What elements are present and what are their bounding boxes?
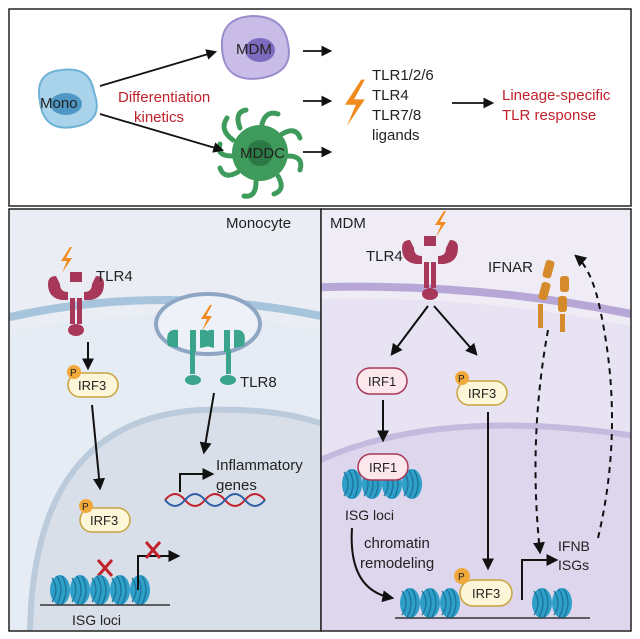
transcription-arrow-icon <box>179 468 215 492</box>
top-panel-frame <box>8 8 632 207</box>
arrow-mono-to-mdm <box>99 49 218 87</box>
mdm-tlr4-label: TLR4 <box>366 248 403 265</box>
mdm-irf3-label: IRF3 <box>468 386 496 401</box>
mdm-irf1-nuclear-label: IRF1 <box>369 460 397 475</box>
mono-tlr8-label: TLR8 <box>240 374 277 391</box>
mdm-cell-icon <box>220 14 290 80</box>
irf3-cytoplasmic <box>67 365 119 398</box>
mono-isg-loci-label: ISG loci <box>72 612 121 628</box>
irf1-cytoplasmic <box>356 367 408 395</box>
ligand-tlr4: TLR4 <box>372 87 409 104</box>
mdm-irf3-nuclear-label: IRF3 <box>472 586 500 601</box>
mddc-cell-label: MDDC <box>240 145 285 162</box>
arrow-tlr4-to-irf1 <box>390 305 429 356</box>
mono-irf3-label: IRF3 <box>78 378 106 393</box>
nucleosome-icon <box>49 574 151 606</box>
mono-label: Mono <box>40 95 78 112</box>
ifnar-label: IFNAR <box>488 259 533 276</box>
response-line1: Lineage-specific <box>502 87 611 104</box>
dna-helix-icon <box>164 493 266 507</box>
mono-irf3-phospho: P <box>70 368 77 379</box>
mddc-cell-icon <box>216 107 304 199</box>
inflammatory-line1: Inflammatory <box>216 457 303 474</box>
differentiation-label: Differentiation <box>118 89 210 106</box>
mono-tlr4-label: TLR4 <box>96 268 133 285</box>
arrow-chromatin-remodeling <box>350 527 395 603</box>
response-line2: TLR response <box>502 107 596 124</box>
mono-cell-icon <box>38 68 98 129</box>
mono-irf3-nuclear-phospho: P <box>82 502 89 513</box>
block-x-icon <box>144 541 162 559</box>
ifnb-label: IFNB <box>558 538 590 554</box>
arrow-tlr4-to-irf3 <box>433 305 478 356</box>
ifnar-receptor-icon <box>538 259 569 332</box>
arrow-tlr8-to-genes <box>199 392 215 455</box>
dashed-ifnar-arrow <box>533 329 549 555</box>
mdm-irf3-phospho: P <box>458 374 465 385</box>
mdm-panel-frame <box>320 208 632 632</box>
mdm-isg-loci-label: ISG loci <box>345 507 394 523</box>
arrow-irf3-to-nucleus <box>91 404 106 491</box>
mdm-title: MDM <box>330 215 366 232</box>
irf3-nuclear-mdm <box>454 568 513 607</box>
chromatin-line1: chromatin <box>364 535 430 552</box>
ligand-tlr126: TLR1/2/6 <box>372 67 434 84</box>
inflammatory-line2: genes <box>216 477 257 494</box>
irf1-nuclear <box>357 453 409 481</box>
irf3-nuclear <box>79 499 131 533</box>
irf3-cytoplasmic-mdm <box>455 371 508 406</box>
isgs-label: ISGs <box>558 557 589 573</box>
ligand-ligands: ligands <box>372 127 420 144</box>
block-x-icon <box>96 559 114 577</box>
mdm-irf3-nuclear-phospho: P <box>458 572 465 583</box>
transcription-arrow-icon <box>521 554 559 600</box>
tlr8-receptor-icon <box>167 329 245 385</box>
monocyte-title: Monocyte <box>226 215 291 232</box>
chromatin-line2: remodeling <box>360 555 434 572</box>
mdm-irf1-label: IRF1 <box>368 374 396 389</box>
transcription-arrow-icon <box>137 550 181 590</box>
arrow-mono-to-mddc <box>99 113 225 153</box>
kinetics-label: kinetics <box>134 109 184 126</box>
mdm-cell-label: MDM <box>236 41 272 58</box>
mono-irf3-nuclear-label: IRF3 <box>90 513 118 528</box>
dashed-feedback-arrow <box>574 254 613 539</box>
ligand-tlr78: TLR7/8 <box>372 107 421 124</box>
